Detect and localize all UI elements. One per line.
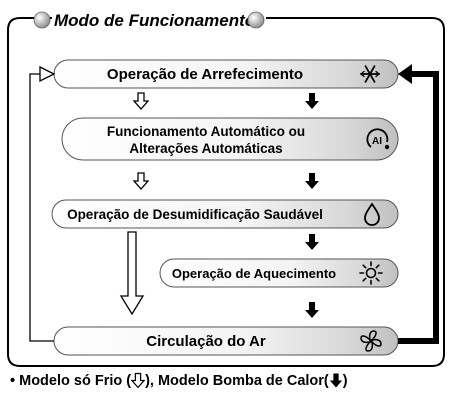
heat-pump-cycle-path (398, 64, 439, 344)
legend: • Modelo só Frio ( ), Modelo Bomba de Cal… (10, 372, 440, 389)
mode-fan: Circulação do Ar (53, 326, 399, 356)
outer-frame (7, 17, 445, 367)
cooling-only-cycle-path (29, 65, 56, 342)
snowflake-icon (359, 65, 381, 83)
mode-dehumid: Operação de Desumidificação Saudável (51, 199, 399, 229)
legend-end-text: ) (342, 373, 348, 389)
mode-heating-label: Operação de Aquecimento (172, 266, 336, 281)
hollow-down-arrow-icon (133, 92, 149, 110)
fan-icon (360, 330, 382, 352)
page-title: Modo de Funcionamento (54, 11, 255, 30)
mode-fan-label: Circulação do Ar (146, 333, 266, 350)
mode-cooling: Operação de Arrefecimento (53, 59, 399, 89)
legend-solid-arrow-icon (329, 373, 342, 388)
title-group: Modo de Funcionamento (33, 11, 265, 30)
mode-auto: Funcionamento Automático ou Alterações A… (61, 117, 399, 161)
mode-cooling-label: Operação de Arrefecimento (107, 66, 303, 83)
mode-auto-label-line2: Alterações Automáticas (129, 141, 282, 156)
legend-heat-pump-text: ), Modelo Bomba de Calor( (145, 373, 329, 389)
hollow-arrow-right-icon (39, 65, 56, 83)
solid-down-arrow-icon (305, 173, 319, 189)
svg-text:AI: AI (372, 136, 382, 147)
hollow-down-arrow-icon (133, 172, 149, 190)
long-hollow-down-arrow-icon (119, 231, 145, 316)
legend-cooling-only-text: Modelo só Frio ( (19, 373, 132, 389)
ai-mode-icon: AI (366, 128, 390, 150)
legend-bullet: • (10, 373, 16, 389)
legend-hollow-arrow-icon (130, 372, 146, 389)
mode-dehumid-label: Operação de Desumidificação Saudável (67, 207, 323, 222)
title-bullet-right (247, 11, 265, 29)
mode-heating: Operação de Aquecimento (159, 258, 399, 288)
solid-down-arrow-icon (305, 302, 319, 318)
water-drop-icon (364, 202, 380, 226)
sun-icon (359, 261, 383, 285)
solid-down-arrow-icon (305, 93, 319, 109)
title-bullet-left (33, 11, 51, 29)
mode-auto-label-line1: Funcionamento Automático ou (107, 124, 305, 139)
solid-down-arrow-icon (305, 234, 319, 250)
solid-arrow-left-icon (398, 64, 412, 84)
